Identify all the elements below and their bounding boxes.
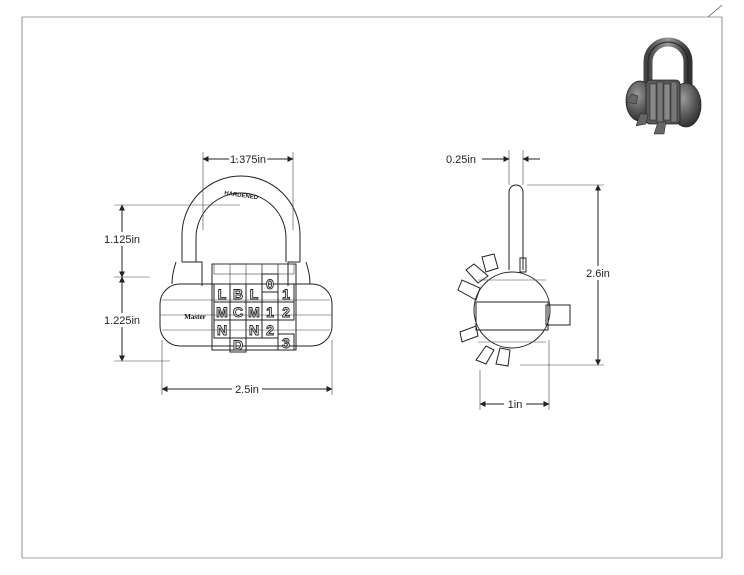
svg-text:0: 0 xyxy=(266,276,274,292)
sheet-frame xyxy=(21,4,723,559)
svg-text:C: C xyxy=(233,304,243,320)
dim-label-depth: 1in xyxy=(508,399,523,411)
dim-label-body-height: 1.225in xyxy=(104,315,140,327)
front-shackle: HARDENED xyxy=(181,175,301,262)
dim-shackle-height: 1.125in xyxy=(98,204,240,278)
dim-shackle-thickness: 0.25in xyxy=(446,150,540,185)
dial-stack: L M N B C D L M N xyxy=(211,263,297,353)
side-shackle xyxy=(508,184,527,273)
svg-text:2: 2 xyxy=(266,322,274,338)
svg-text:1: 1 xyxy=(266,304,274,320)
svg-text:3: 3 xyxy=(282,335,290,351)
dial-5: 1 2 3 xyxy=(277,263,295,351)
front-view: HARDENED Master L M N xyxy=(98,152,333,396)
svg-text:L: L xyxy=(250,286,259,302)
dim-body-width: 2.5in xyxy=(161,340,333,396)
dim-label-overall-height: 2.6in xyxy=(586,268,610,280)
dim-shackle-width: 1.375in xyxy=(202,152,294,230)
side-body xyxy=(457,253,571,367)
dim-label-body-width: 2.5in xyxy=(235,384,259,396)
svg-text:L: L xyxy=(218,286,227,302)
dial-3: L M N xyxy=(245,263,263,339)
dim-label-shackle-thickness: 0.25in xyxy=(446,154,476,166)
dim-label-shackle-height: 1.125in xyxy=(104,234,140,246)
side-view: 0.25in 2.6in 1in xyxy=(446,150,616,411)
svg-text:D: D xyxy=(233,337,243,353)
dim-overall-height: 2.6in xyxy=(520,184,616,366)
svg-text:M: M xyxy=(248,304,260,320)
dim-depth: 1in xyxy=(479,340,550,411)
svg-text:N: N xyxy=(249,322,259,338)
dim-label-shackle-width: 1.375in xyxy=(230,154,266,166)
svg-text:B: B xyxy=(233,286,243,302)
svg-text:2: 2 xyxy=(282,304,290,320)
svg-text:N: N xyxy=(217,322,227,338)
svg-text:1: 1 xyxy=(282,286,290,302)
dial-1: L M N xyxy=(213,263,231,339)
svg-text:M: M xyxy=(216,304,228,320)
dial-4: 0 1 2 xyxy=(261,263,279,339)
isometric-thumbnail xyxy=(625,37,702,135)
dim-body-height: 1.225in xyxy=(98,276,170,362)
dial-2: B C D xyxy=(229,273,247,353)
shackle-engraving: HARDENED xyxy=(224,191,259,202)
brand-label: Master xyxy=(184,313,205,321)
